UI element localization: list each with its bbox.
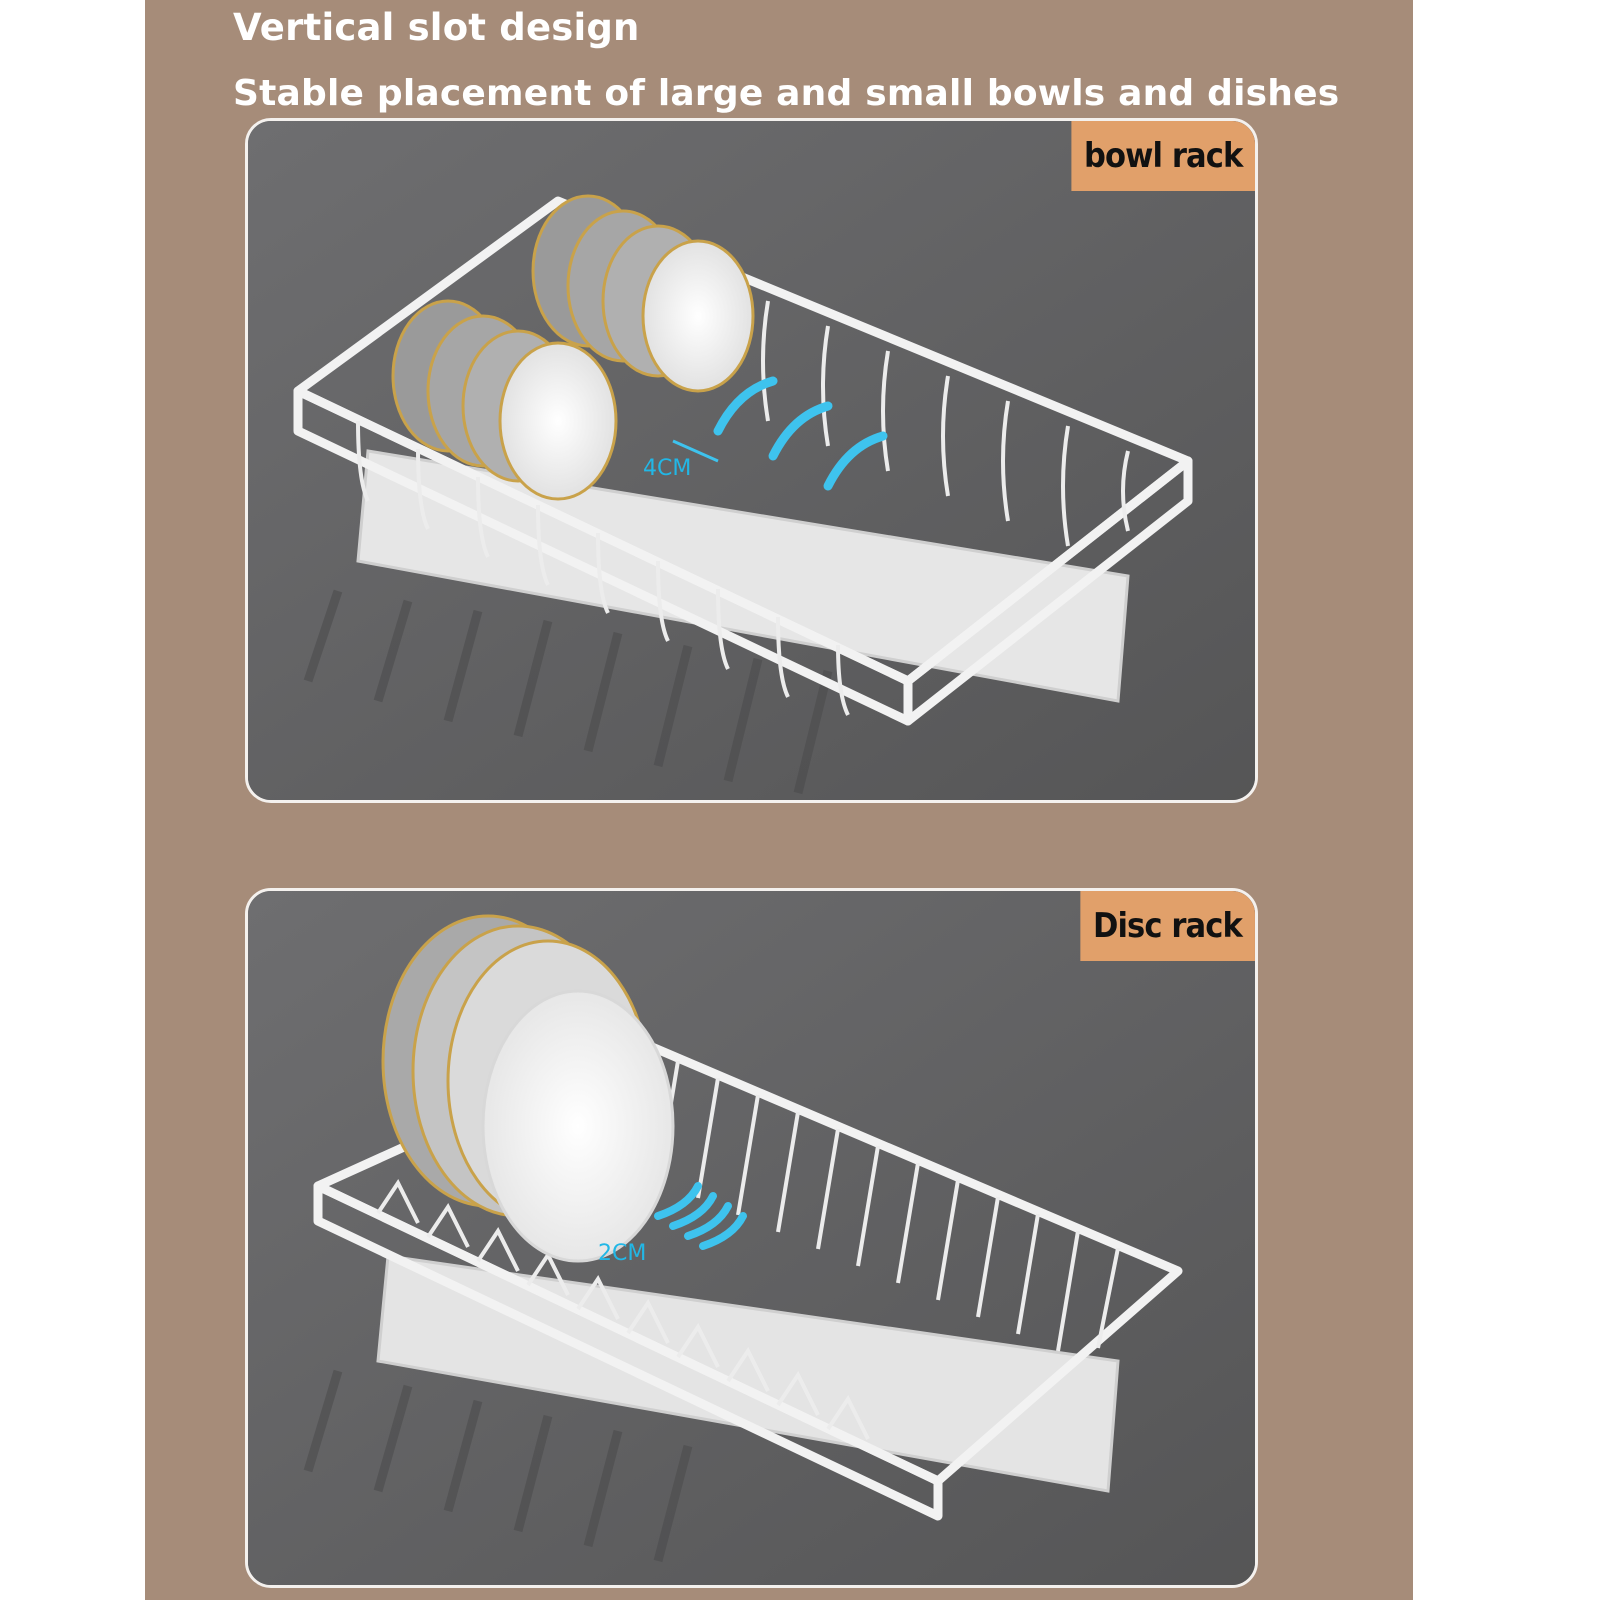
- headline: Vertical slot design: [233, 6, 640, 49]
- disc-rack-illustration: [248, 891, 1255, 1585]
- drip-tray: [376, 1254, 1120, 1493]
- bowl-rack-illustration: [248, 121, 1255, 800]
- rack-shadow: [303, 589, 833, 795]
- plate-stack: [381, 914, 675, 1263]
- bowl-stack-back: [531, 194, 755, 393]
- disc-rack-panel: Disc rack 2CM: [245, 888, 1258, 1588]
- rack-frame: [293, 196, 1193, 726]
- panel-label: Disc rack: [1080, 891, 1255, 961]
- dimension-arrow: [672, 439, 719, 463]
- subheadline: Stable placement of large and small bowl…: [233, 73, 1340, 114]
- rack-wires: [356, 300, 1130, 716]
- panel-label: bowl rack: [1071, 121, 1255, 191]
- rack-shadow: [303, 1369, 693, 1563]
- bowl-stack-front: [391, 299, 618, 501]
- slot-indicator-arcs: [713, 376, 888, 491]
- slot-indicator-arcs: [654, 1182, 747, 1250]
- dimension-label: 2CM: [598, 1241, 647, 1266]
- bowl-rack-panel: bowl rack 4CM: [245, 118, 1258, 803]
- dimension-label: 4CM: [643, 456, 692, 481]
